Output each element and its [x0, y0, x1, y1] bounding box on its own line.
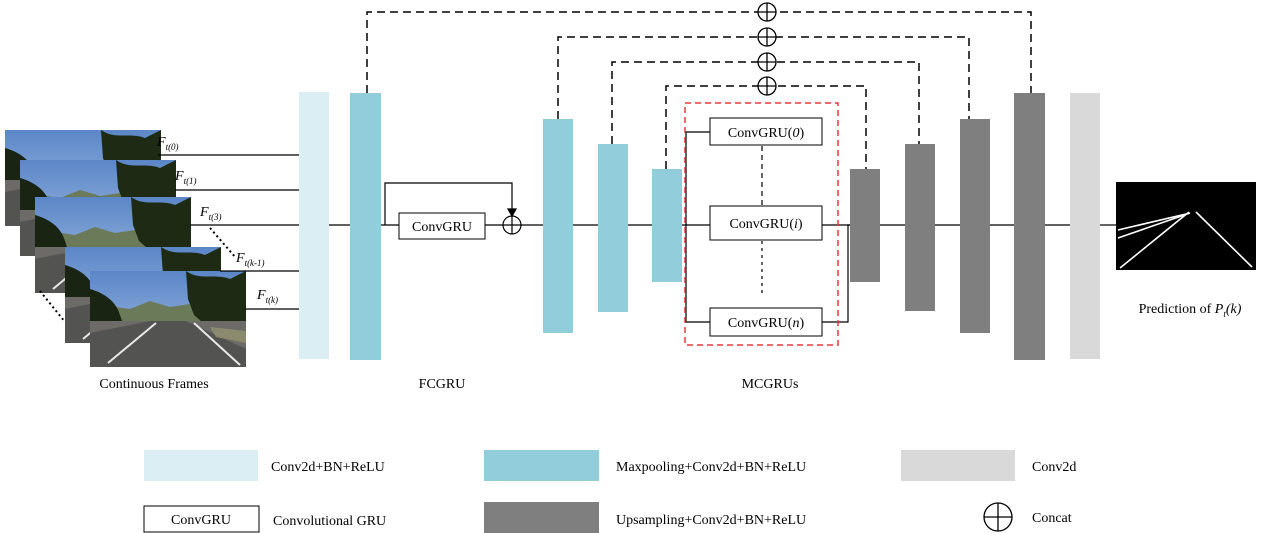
maxpool-block-2	[543, 119, 573, 333]
mcgrus-module: ConvGRU(0) ConvGRU(i) ConvGRU(n)	[684, 102, 839, 346]
legend-swatch-conv-bn-relu	[144, 450, 258, 481]
svg-text:ConvGRU(n): ConvGRU(n)	[728, 316, 805, 331]
concat-icon-2	[757, 27, 777, 47]
legend-swatch-upsampling	[484, 502, 599, 533]
frame-stack	[4, 129, 247, 368]
fcgru-box-label: ConvGRU	[412, 220, 472, 235]
main-spine	[329, 131, 1116, 323]
frames-caption: Continuous Frames	[99, 377, 208, 392]
mcgrus-caption: MCGRUs	[742, 377, 799, 392]
legend-convgru-box: ConvGRU	[171, 513, 231, 528]
mcgrus-dashed-frame	[684, 102, 839, 346]
legend-swatch-convgru	[143, 505, 260, 533]
prediction-image	[1116, 182, 1256, 270]
frame-label-2: Ft(3)	[199, 205, 222, 222]
svg-text:ConvGRU(i): ConvGRU(i)	[729, 217, 802, 232]
legend-swatch-conv2d	[901, 450, 1015, 481]
maxpool-block-4	[652, 169, 682, 282]
fcgru-caption: FCGRU	[419, 377, 466, 392]
svg-text:ConvGRU(0): ConvGRU(0)	[728, 126, 805, 141]
maxpool-block-1	[350, 93, 381, 360]
concat-icon-1	[757, 2, 777, 22]
conv2d-block	[1070, 93, 1100, 359]
frame-ellipsis-left	[39, 290, 66, 323]
legend-convgru-desc: Convolutional GRU	[273, 514, 386, 529]
skip-concat-icons	[757, 2, 777, 96]
legend-upsampling: Upsampling+Conv2d+BN+ReLU	[616, 513, 806, 528]
frame-label-3: Ft(k-1)	[235, 251, 265, 268]
concat-icon-4	[757, 76, 777, 96]
encoder-blocks	[299, 92, 682, 360]
upsampling-block-4	[1014, 93, 1045, 360]
frame-label-0: Ft(0)	[156, 135, 179, 152]
fcgru-concat-icon	[502, 215, 522, 235]
mcgru-cell-n: ConvGRU(n)	[709, 307, 823, 337]
legend-swatch-maxpool	[484, 450, 599, 481]
skip-line-1	[366, 11, 1032, 93]
legend-conv-bn-relu: Conv2d+BN+ReLU	[271, 460, 385, 475]
legend-concat: Concat	[1032, 511, 1072, 526]
legend-maxpool: Maxpooling+Conv2d+BN+ReLU	[616, 460, 806, 475]
frame-label-4: Ft(k)	[256, 288, 278, 305]
frame-image-4	[89, 270, 247, 368]
maxpool-block-3	[598, 144, 628, 312]
conv-bn-relu-block	[299, 92, 329, 359]
frame-input-lines	[158, 154, 299, 310]
upsampling-block-3	[960, 119, 990, 333]
frame-ellipsis-right	[209, 227, 237, 259]
frame-label-1: Ft(1)	[174, 169, 197, 186]
upsampling-block-1	[850, 169, 880, 282]
upsampling-block-2	[905, 144, 935, 311]
prediction-caption: Prediction of Pt(k)	[1139, 302, 1242, 319]
legend: Conv2d+BN+ReLU Maxpooling+Conv2d+BN+ReLU…	[143, 450, 1076, 533]
concat-icon-3	[757, 52, 777, 72]
legend-conv2d: Conv2d	[1032, 460, 1076, 475]
legend-concat-icon	[983, 502, 1013, 532]
mcgru-cell-i: ConvGRU(i)	[709, 205, 823, 241]
decoder-blocks	[850, 93, 1100, 360]
mcgru-cell-0: ConvGRU(0)	[709, 117, 823, 146]
frame-labels: Ft(0) Ft(1) Ft(3) Ft(k-1) Ft(k)	[156, 135, 278, 305]
fcgru-module: ConvGRU	[398, 212, 522, 240]
